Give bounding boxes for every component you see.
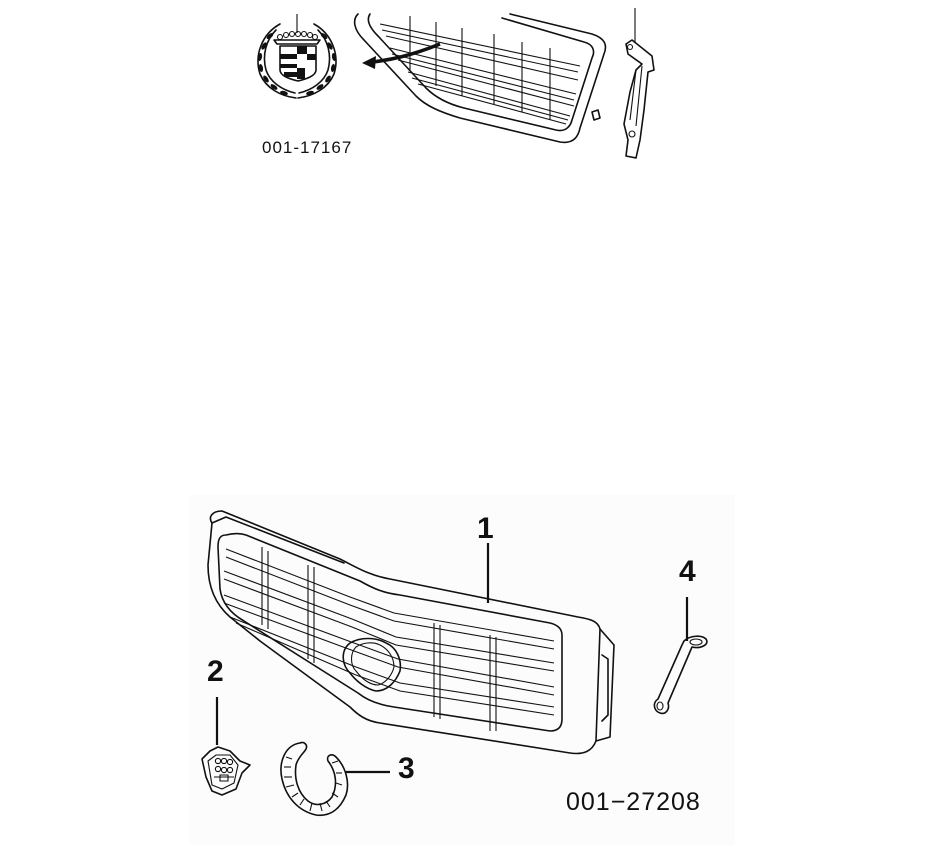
crest-wreath-emblem-icon <box>257 14 337 99</box>
bottom-figure-drawing <box>201 510 708 817</box>
callout-4: 4 <box>679 555 696 588</box>
rod-part-4-icon <box>653 597 708 715</box>
emblem-part-2-icon <box>201 697 251 796</box>
top-figure-id: 001-17167 <box>262 138 353 157</box>
bottom-figure: 1 2 3 4 001−27208 <box>190 495 735 845</box>
wreath-part-3-icon <box>280 741 390 817</box>
top-figure: 001-17167 <box>240 0 680 175</box>
callout-2: 2 <box>207 655 224 688</box>
callout-3: 3 <box>398 752 415 785</box>
top-figure-drawing <box>257 8 655 159</box>
bottom-figure-id: 001−27208 <box>566 788 701 816</box>
support-bracket-icon <box>623 8 655 159</box>
callout-1: 1 <box>477 512 494 545</box>
grille-part-1-icon <box>207 510 615 755</box>
grille-icon <box>353 13 607 144</box>
